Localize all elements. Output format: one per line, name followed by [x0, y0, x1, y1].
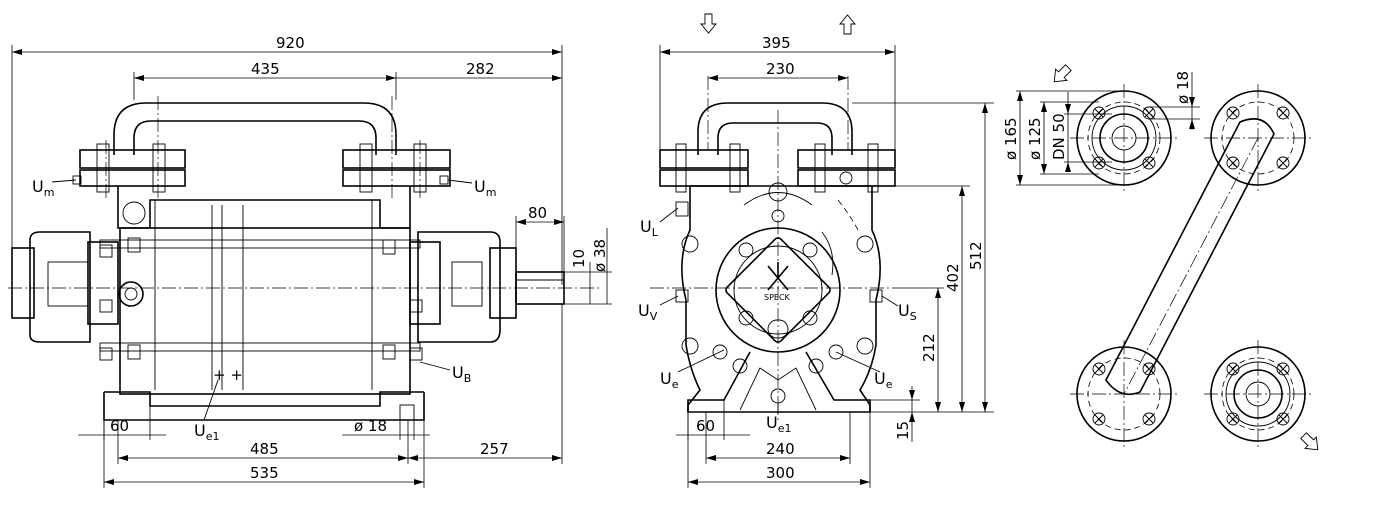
- front-dimensions: 920 435 282 80 ø 38 10 60 ø 18: [11, 34, 612, 488]
- dim-dia-38: ø 38: [591, 239, 609, 272]
- dim-dia-165: ø 165: [1002, 117, 1020, 160]
- label-ue-right: Ue: [874, 369, 893, 391]
- side-dimensions: 395 230 512 402 212 15 60 240: [659, 34, 994, 488]
- label-ul: UL: [640, 217, 659, 239]
- dim-240: 240: [766, 440, 795, 458]
- dim-535: 535: [250, 464, 279, 482]
- label-ue1-side: Ue1: [766, 413, 792, 435]
- label-um-right: Um: [474, 177, 496, 199]
- dim-402: 402: [944, 263, 962, 292]
- outlet-arrow-icon: [1300, 432, 1319, 451]
- dim-dia-18: ø 18: [354, 417, 387, 435]
- dim-dia-125: ø 125: [1026, 117, 1044, 160]
- label-um-left: Um: [32, 177, 54, 199]
- dim-920: 920: [276, 34, 305, 52]
- dim-485: 485: [250, 440, 279, 458]
- dim-395: 395: [762, 34, 791, 52]
- dim-60-side: 60: [696, 417, 715, 435]
- dim-15: 15: [894, 421, 912, 440]
- dim-10: 10: [570, 249, 588, 268]
- label-ue-left: Ue: [660, 369, 679, 391]
- dim-dn50: DN 50: [1050, 113, 1068, 160]
- svg-text:SPECK: SPECK: [764, 293, 791, 302]
- speck-logo: SPECK: [764, 262, 791, 302]
- dim-230: 230: [766, 60, 795, 78]
- side-labels: UL UV US Ue Ue Ue1: [638, 207, 917, 435]
- dim-212: 212: [920, 333, 938, 362]
- down-arrow-icon: [700, 13, 717, 34]
- dim-257: 257: [480, 440, 509, 458]
- dim-300: 300: [766, 464, 795, 482]
- label-ub: UB: [452, 363, 471, 385]
- label-ue1-front: Ue1: [194, 421, 220, 443]
- dim-512: 512: [967, 241, 985, 270]
- svg-text:+ +: + +: [213, 366, 243, 384]
- label-us: US: [898, 301, 917, 323]
- inlet-arrow-icon: [1053, 64, 1072, 83]
- front-view: + +: [8, 96, 600, 421]
- dim-dia-18-flange: ø 18: [1174, 71, 1192, 104]
- dim-435: 435: [251, 60, 280, 78]
- dim-80: 80: [528, 204, 547, 222]
- dim-282: 282: [466, 60, 495, 78]
- flange-dimensions: ø 165 ø 125 DN 50 ø 18: [1002, 71, 1200, 186]
- flange-view: [1070, 84, 1312, 448]
- side-view: SPECK: [650, 76, 900, 420]
- dim-60: 60: [110, 417, 129, 435]
- label-uv: UV: [638, 301, 658, 323]
- up-arrow-icon: [839, 14, 856, 35]
- front-labels: Um Um UB Ue1: [32, 177, 496, 443]
